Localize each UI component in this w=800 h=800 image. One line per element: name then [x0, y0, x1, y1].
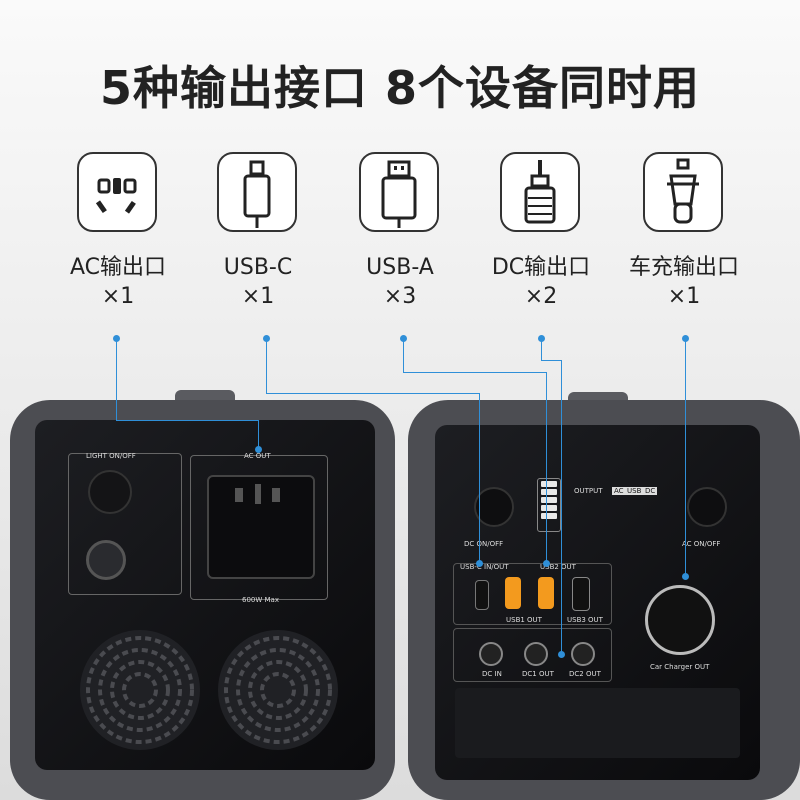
callout-dot	[113, 335, 120, 342]
port-count-dc: ×2	[524, 284, 558, 309]
dc-switch-button[interactable]	[474, 487, 514, 527]
fan-ring	[86, 636, 194, 744]
usb-c-port[interactable]	[475, 580, 489, 610]
usb-section	[453, 563, 612, 625]
battery-indicator	[537, 478, 561, 532]
dc1-label: DC1 OUT	[522, 670, 554, 678]
fan-ring	[98, 648, 182, 732]
port-label-usba: USB-A	[366, 255, 434, 280]
ac-socket-slot	[272, 488, 280, 502]
lamp-icon	[86, 540, 126, 580]
ac-section	[190, 455, 328, 600]
battery-bar	[541, 481, 557, 487]
ac-rating: 600W Max	[242, 596, 279, 604]
callout-dot	[558, 651, 565, 658]
callout-line	[116, 340, 117, 420]
usb2-port[interactable]	[538, 577, 554, 609]
light-button[interactable]	[88, 470, 132, 514]
fan-ring	[224, 636, 332, 744]
headline: 5种输出接口 8个设备同时用	[99, 61, 701, 115]
port-count-ac: ×1	[101, 284, 135, 309]
callout-line	[258, 420, 259, 450]
light-label: LIGHT ON/OFF	[86, 452, 136, 460]
callout-dot	[543, 560, 550, 567]
callout-line	[541, 360, 561, 361]
callout-dot	[255, 446, 262, 453]
fan-grille	[224, 636, 332, 744]
callout-line	[541, 340, 542, 360]
battery-bar	[541, 513, 557, 519]
callout-dot	[400, 335, 407, 342]
battery-bar	[541, 497, 557, 503]
dc-section	[453, 628, 612, 682]
ac-plug-icon	[77, 152, 157, 232]
usb-a-icon	[359, 152, 439, 232]
usb2-label: USB2 OUT	[540, 563, 576, 571]
callout-line	[266, 340, 267, 393]
car-charger-label: Car Charger OUT	[650, 663, 710, 671]
ac-socket[interactable]	[207, 475, 315, 579]
car-charger-icon	[643, 152, 723, 232]
light-section	[68, 453, 182, 595]
fan-vent	[218, 630, 338, 750]
callout-dot	[682, 573, 689, 580]
port-count-usba: ×3	[383, 284, 417, 309]
dc1-port[interactable]	[524, 642, 548, 666]
dc-plug-icon	[500, 152, 580, 232]
output-tag-usb: USB	[625, 487, 644, 495]
output-tag-ac: AC	[612, 487, 626, 495]
callout-dot	[538, 335, 545, 342]
battery-bar	[541, 489, 557, 495]
output-label: OUTPUT	[574, 487, 603, 495]
callout-line	[116, 420, 258, 421]
usb-c-icon	[217, 152, 297, 232]
dc-in-label: DC IN	[482, 670, 502, 678]
port-label-dc: DC输出口	[491, 255, 591, 280]
battery-bar	[541, 505, 557, 511]
fan-ring	[260, 672, 296, 708]
usbc-label: USB-C IN/OUT	[460, 563, 509, 571]
output-tag-dc: DC	[643, 487, 658, 495]
dc2-port[interactable]	[571, 642, 595, 666]
callout-line	[561, 360, 562, 655]
dc2-label: DC2 OUT	[569, 670, 601, 678]
usb3-port[interactable]	[572, 577, 590, 611]
callout-line	[546, 372, 547, 562]
port-count-car: ×1	[667, 284, 701, 309]
fan-ring	[122, 672, 158, 708]
callout-dot	[476, 560, 483, 567]
usb1-label: USB1 OUT	[506, 616, 542, 624]
callout-line	[479, 393, 480, 563]
port-label-car: 车充输出口	[628, 255, 739, 280]
fan-vent	[80, 630, 200, 750]
dc-in-port[interactable]	[479, 642, 503, 666]
usb1-port[interactable]	[505, 577, 521, 609]
ac-socket-slot	[235, 488, 243, 502]
speaker-grille	[455, 688, 740, 758]
callout-line	[403, 372, 546, 373]
ac-switch-label: AC ON/OFF	[682, 540, 721, 548]
callout-dot	[682, 335, 689, 342]
fan-ring	[110, 660, 170, 720]
fan-grille	[86, 636, 194, 744]
callout-dot	[263, 335, 270, 342]
car-charger-port[interactable]	[645, 585, 715, 655]
port-label-usbc: USB-C	[223, 255, 293, 280]
ac-switch-button[interactable]	[687, 487, 727, 527]
usb3-label: USB3 OUT	[567, 616, 603, 624]
callout-line	[403, 340, 404, 372]
callout-line	[685, 340, 686, 575]
fan-ring	[248, 660, 308, 720]
fan-ring	[236, 648, 320, 732]
callout-line	[266, 393, 479, 394]
port-label-ac: AC输出口	[69, 255, 167, 280]
ac-out-label: AC OUT	[244, 452, 271, 460]
dc-switch-label: DC ON/OFF	[464, 540, 504, 548]
ac-socket-slot	[255, 484, 261, 504]
port-count-usbc: ×1	[241, 284, 275, 309]
